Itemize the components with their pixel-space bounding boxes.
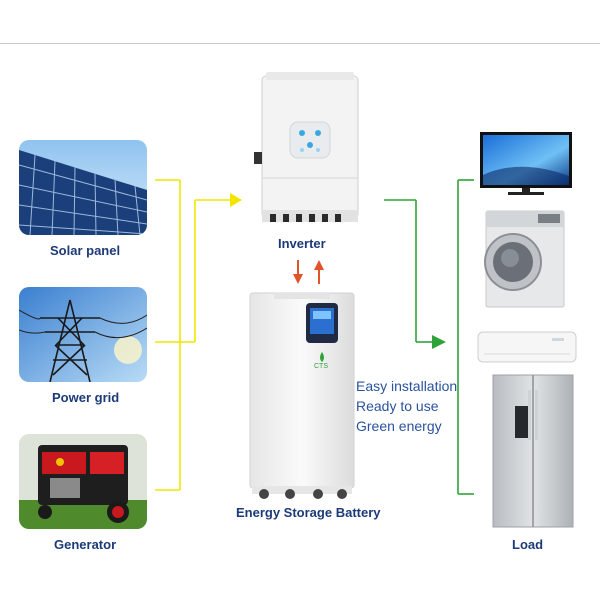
washing-machine-image (484, 210, 565, 308)
air-conditioner-image (477, 331, 577, 363)
source-connection-lines (155, 179, 232, 491)
generator-label: Generator (54, 537, 117, 552)
solar-panel-image (19, 140, 147, 235)
tv-image (480, 132, 572, 195)
load-label: Load (512, 537, 544, 552)
battery-charge-discharge-arrows (293, 260, 324, 284)
inverter-label: Inverter (278, 236, 326, 251)
inverter-image (254, 72, 359, 222)
feature-list: Easy installation Ready to use Green ene… (356, 376, 457, 436)
feature-item: Green energy (356, 418, 442, 434)
feature-item: Easy installation (356, 378, 458, 394)
top-divider (0, 43, 600, 44)
energy-storage-battery-image (249, 292, 355, 499)
load-connection-lines (384, 179, 474, 495)
arrow-to-load (432, 335, 446, 349)
generator-image (19, 434, 147, 529)
power-grid-label: Power grid (52, 390, 120, 405)
solar-panel-label: Solar panel (50, 243, 121, 258)
battery-brand-text: CTS (314, 363, 328, 370)
refrigerator-image (492, 374, 574, 528)
power-grid-image (19, 287, 147, 382)
battery-label: Energy Storage Battery (236, 505, 381, 520)
arrow-to-inverter (230, 193, 242, 207)
feature-item: Ready to use (356, 398, 439, 414)
